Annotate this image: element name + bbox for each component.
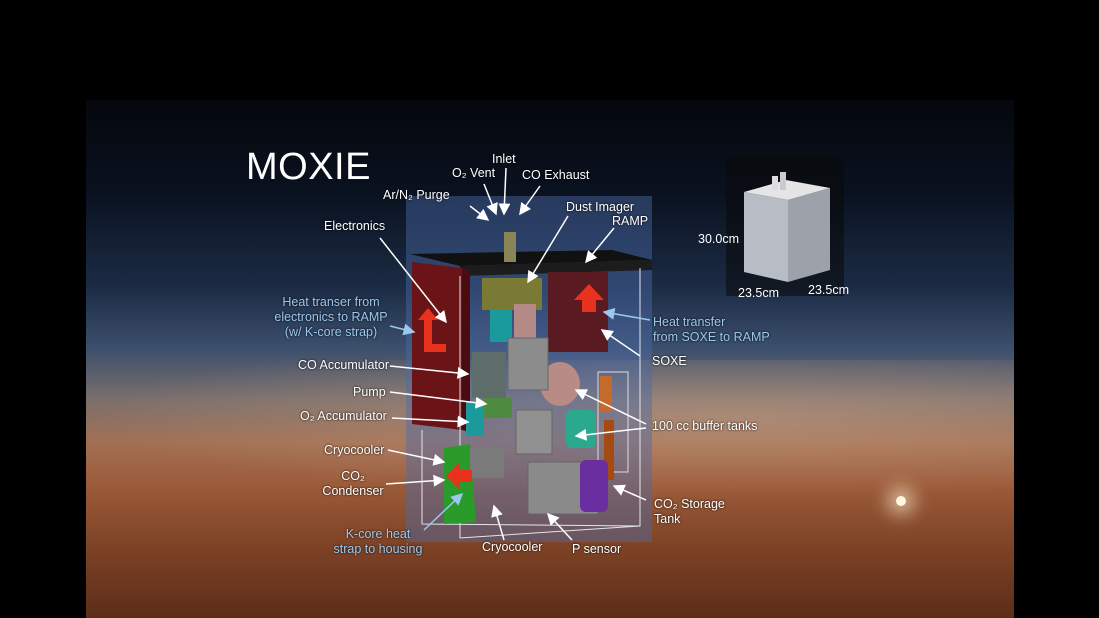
- label-heat-transfer-electronics: Heat transer from electronics to RAMP (w…: [274, 295, 388, 340]
- heat-arrow-condenser: [446, 462, 472, 490]
- co2-condenser-line-2: Condenser: [322, 484, 384, 498]
- co2-condenser-line-1: CO₂: [341, 469, 365, 483]
- dimension-width: 23.5cm: [738, 286, 779, 300]
- cuboid-port-1: [772, 176, 778, 190]
- dimension-depth: 23.5cm: [808, 283, 849, 297]
- diagram-title: MOXIE: [246, 146, 371, 188]
- label-electronics: Electronics: [324, 219, 386, 233]
- leader-co-exhaust: [519, 185, 541, 216]
- heat-electronics-line-3: (w/ K-core strap): [284, 325, 378, 339]
- label-co-accumulator: CO Accumulator: [298, 358, 390, 372]
- pink-cylinder: [514, 304, 536, 344]
- leader-ramp: [585, 227, 615, 264]
- leader-inlet: [498, 167, 511, 216]
- buffer-tank: [566, 410, 596, 448]
- cuboid-front: [744, 192, 788, 282]
- label-co2-storage-tank: CO₂ Storage Tank: [654, 497, 725, 527]
- leader-o2-accumulator: [391, 415, 470, 428]
- cuboid-port-2: [780, 172, 786, 190]
- kcore-line-2: strap to housing: [333, 542, 423, 556]
- label-kcore-heat-strap: K-core heat strap to housing: [330, 527, 426, 557]
- leader-dust-imager: [527, 215, 569, 284]
- heat-electronics-line-2: electronics to RAMP: [274, 310, 388, 324]
- label-ramp: RAMP: [612, 214, 649, 228]
- label-co-exhaust: CO Exhaust: [522, 168, 590, 182]
- heat-arrow-soxe: [574, 284, 604, 312]
- label-o2-vent: O₂ Vent: [452, 166, 496, 180]
- heat-arrow-electronics: [418, 308, 446, 352]
- pump-assembly: [484, 398, 512, 418]
- teal-part: [490, 310, 512, 342]
- label-ar-n2-purge: Ar/N₂ Purge: [383, 188, 450, 202]
- orange-rod: [604, 420, 614, 480]
- cuboid-top: [744, 180, 830, 200]
- soxe-box: [507, 337, 549, 391]
- kcore-line-1: K-core heat: [345, 527, 411, 541]
- leader-kcore-strap: [423, 492, 464, 531]
- leader-p-sensor: [546, 512, 573, 541]
- leader-heat-soxe: [602, 307, 651, 321]
- label-dust-imager: Dust Imager: [566, 200, 635, 214]
- leader-soxe: [600, 329, 641, 357]
- ramp-block: [548, 272, 608, 352]
- label-inlet: Inlet: [492, 152, 516, 166]
- co2-storage-line-1: CO₂ Storage: [654, 497, 725, 511]
- round-part: [540, 362, 580, 406]
- leader-electronics: [379, 237, 447, 324]
- leader-buffer-1: [574, 389, 647, 425]
- frame-outline-front: [459, 276, 641, 539]
- leader-co-accumulator: [389, 365, 470, 379]
- label-buffer-tanks: 100 cc buffer tanks: [652, 419, 758, 433]
- electronics-box-side: [462, 268, 470, 432]
- leader-ar-purge: [469, 205, 490, 221]
- label-o2-accumulator: O₂ Accumulator: [300, 409, 387, 423]
- housing-lid-edge: [460, 260, 652, 276]
- leader-buffer-2: [574, 427, 647, 441]
- leader-pump: [389, 391, 488, 409]
- leader-cryocooler-bottom: [491, 504, 505, 541]
- frame-outline: [421, 268, 641, 527]
- cuboid-side: [788, 188, 830, 282]
- label-p-sensor: P sensor: [572, 542, 622, 556]
- heat-soxe-line-2: from SOXE to RAMP: [653, 330, 770, 344]
- leader-o2-vent: [483, 183, 498, 216]
- inlet-pipe: [504, 232, 516, 262]
- label-pump: Pump: [353, 385, 386, 399]
- heat-soxe-line-1: Heat transfer: [653, 315, 726, 329]
- o2-accumulator-tank: [466, 402, 484, 436]
- leader-co2-condenser: [385, 474, 446, 487]
- label-cryocooler-bottom: Cryocooler: [482, 540, 543, 554]
- sun: [896, 496, 906, 506]
- label-co2-condenser: CO₂ Condenser: [320, 469, 386, 499]
- label-cryocooler-left: Cryocooler: [324, 443, 385, 457]
- leader-co2-storage: [612, 484, 647, 501]
- pump-box: [515, 409, 553, 455]
- co2-storage-line-2: Tank: [654, 512, 681, 526]
- co2-storage-tank: [580, 460, 608, 512]
- heat-electronics-line-1: Heat transer from: [282, 295, 380, 309]
- dimension-height: 30.0cm: [698, 232, 739, 246]
- label-heat-transfer-soxe: Heat transfer from SOXE to RAMP: [653, 315, 770, 345]
- leader-cryocooler-left: [387, 449, 446, 466]
- label-soxe: SOXE: [652, 354, 687, 368]
- leader-heat-electronics: [389, 323, 416, 336]
- condenser-block: [470, 448, 504, 478]
- co-accumulator-assembly: [472, 352, 506, 398]
